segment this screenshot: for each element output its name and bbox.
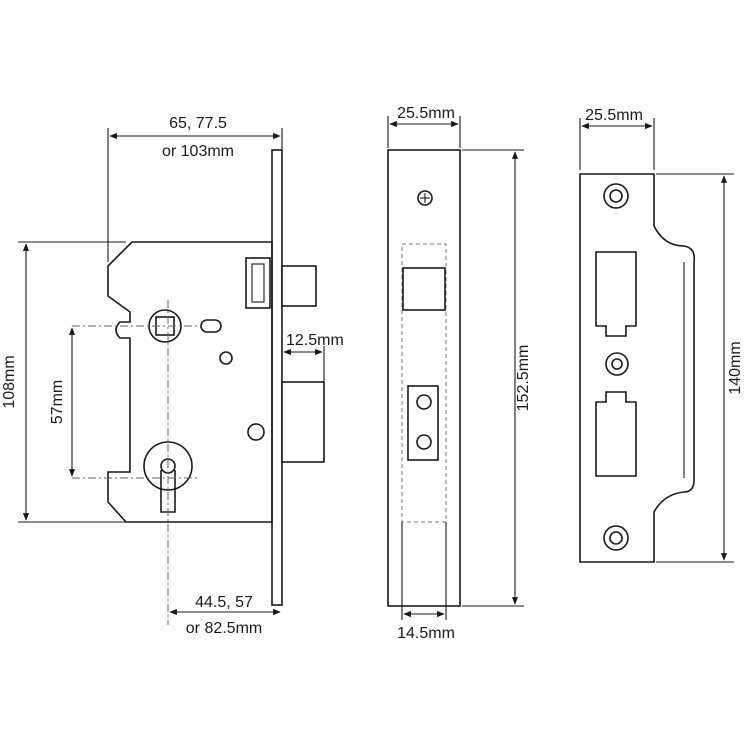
dim-label-height: 108mm: [1, 355, 18, 408]
fixing-hole-2: [247, 423, 265, 441]
strike-center-hole-outer: [605, 352, 629, 376]
strike-center-hole-inner: [611, 358, 623, 370]
dim-label-strike-width: 25.5mm: [585, 107, 643, 124]
deadbolt: [281, 381, 325, 463]
strike-screw-hole-top-inner: [609, 189, 623, 203]
lock-body-view: 65, 77.5 or 103mm 108mm 57mm 12.5mm 44.5…: [1, 115, 344, 637]
strike-latch-opening: [595, 251, 637, 337]
dim-label-backset-1: 65, 77.5: [169, 115, 227, 132]
latch-bolt: [281, 265, 317, 307]
dim-label-forend-width: 25.5mm: [397, 105, 455, 122]
forend-plate-edge: [271, 149, 283, 606]
lock-case-outline: [107, 241, 273, 523]
fixing-hole-1: [219, 351, 233, 365]
strike-plate-view: 25.5mm 140mm: [579, 107, 744, 563]
forend-outline: [387, 149, 461, 607]
forend-screw-icon: [417, 190, 433, 206]
dim-label-backset-2: or 103mm: [162, 143, 234, 160]
dim-label-strike-length: 140mm: [727, 341, 744, 394]
forend-view: 25.5mm 152.5mm 14.5mm: [387, 105, 532, 642]
strike-plate-outline: [579, 173, 696, 563]
forend-latch-opening: [402, 267, 446, 311]
deadbolt-hole-1: [416, 394, 432, 410]
dim-label-throw: 12.5mm: [286, 332, 344, 349]
strike-screw-hole-top-outer: [603, 183, 629, 209]
dim-label-forend-length: 152.5mm: [515, 345, 532, 412]
dim-label-case-thickness: 14.5mm: [397, 625, 455, 642]
latch-housing: [245, 257, 271, 309]
strike-deadbolt-opening: [595, 391, 637, 477]
latch-housing-inner: [251, 263, 265, 303]
dim-label-centres: 57mm: [49, 380, 66, 424]
fixing-slot: [200, 319, 222, 333]
dim-label-case-depth-2: or 82.5mm: [186, 620, 262, 637]
hidden-case-outline: [401, 243, 447, 523]
dim-label-case-depth-1: 44.5, 57: [195, 594, 253, 611]
deadbolt-hole-2: [416, 434, 432, 450]
strike-screw-hole-bottom-outer: [603, 525, 629, 551]
keyhole-outer: [143, 441, 193, 491]
strike-screw-hole-bottom-inner: [609, 531, 623, 545]
forend-deadbolt-opening: [407, 385, 439, 461]
